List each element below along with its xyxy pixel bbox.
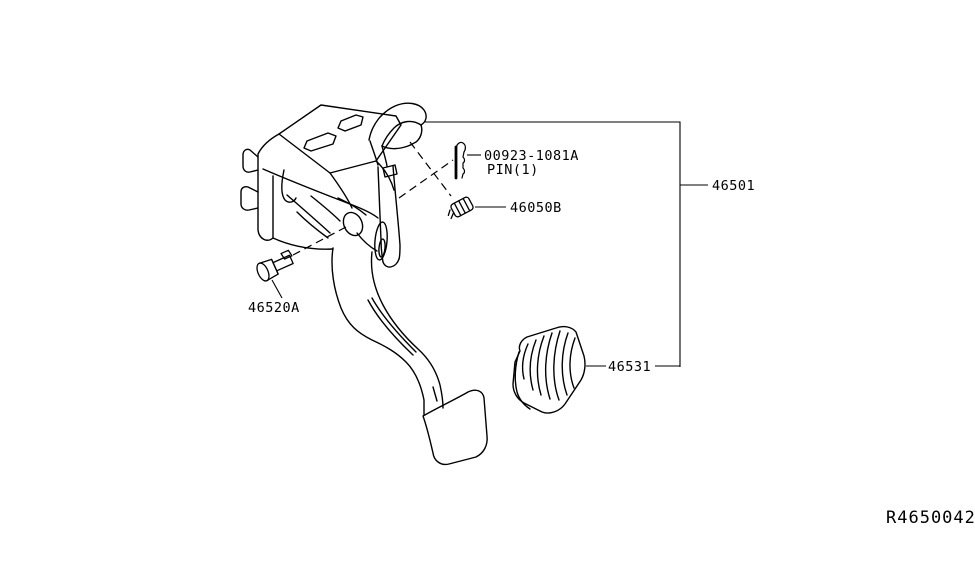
bolt-drawing bbox=[256, 249, 294, 282]
clip-nut-drawing bbox=[447, 196, 474, 220]
label-pedal-assembly: 46501 bbox=[712, 178, 755, 194]
leader-46520a bbox=[271, 279, 283, 299]
drawing-reference-code: R4650042 bbox=[886, 508, 975, 528]
dashed-line-to-clip bbox=[409, 141, 452, 197]
label-pivot-bolt: 46520A bbox=[248, 300, 300, 316]
pin-drawing bbox=[454, 141, 466, 180]
pedal-pad-drawing bbox=[512, 325, 586, 414]
dashed-line-to-pin bbox=[398, 159, 454, 199]
label-pin-part-number: 00923-1081A bbox=[484, 148, 579, 164]
label-pedal-pad: 46531 bbox=[608, 359, 651, 375]
callout-leader-lines bbox=[271, 121, 708, 367]
pedal-arm-drawing bbox=[331, 247, 488, 466]
dashed-alignment-lines bbox=[292, 141, 454, 256]
label-clip-nut: 46050B bbox=[510, 200, 562, 216]
label-pin-quantity: PIN(1) bbox=[487, 162, 539, 178]
assembly-bracket-line bbox=[424, 121, 681, 367]
dashed-line-to-bolt bbox=[292, 226, 347, 256]
pedal-bracket-drawing bbox=[240, 102, 427, 268]
